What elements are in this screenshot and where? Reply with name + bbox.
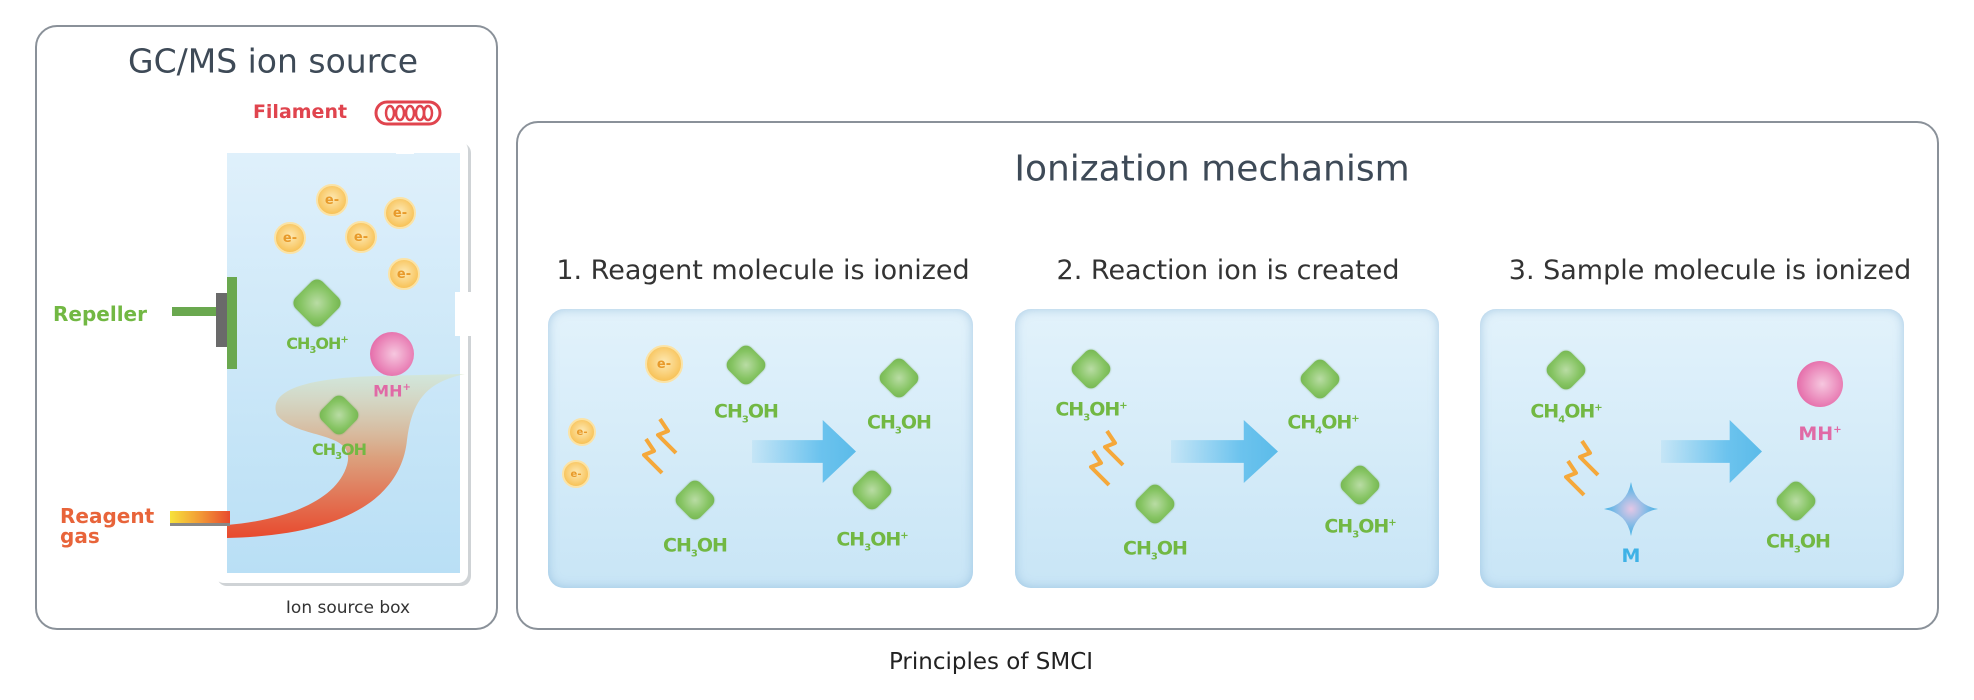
reaction-arrow-icon: [752, 420, 856, 483]
reaction-ion-diamond-icon: [1543, 347, 1589, 393]
collision-lightning-icon: [1564, 439, 1600, 497]
reagent-ion-label: CH3OH+: [286, 333, 349, 357]
molecule-diamond-icon: [723, 342, 769, 388]
molecule-diamond-icon: [1773, 478, 1819, 524]
reaction-ion-label: CH4OH+: [1530, 400, 1602, 426]
sample-molecule-star-icon: [1604, 482, 1658, 536]
electron-icon: e-: [274, 222, 306, 254]
electron-icon: e-: [388, 258, 420, 290]
electron-icon: e-: [562, 460, 590, 488]
collision-lightning-icon: [642, 417, 678, 475]
repeller-plate: [227, 277, 237, 369]
ion-diamond-icon: [849, 467, 895, 513]
reagent-gas-label: Reagent gas: [60, 506, 154, 546]
step-3-title: 3. Sample molecule is ionized: [1508, 255, 1912, 286]
reagent-molecule-label: CH3OH: [311, 439, 367, 463]
ionization-mechanism-title: Ionization mechanism: [1014, 148, 1410, 190]
molecule-label: CH3OH: [1766, 530, 1831, 556]
product-ion-label: MH+: [1798, 423, 1842, 445]
molecule-diamond-icon: [672, 477, 718, 523]
molecule-diamond-icon: [876, 355, 922, 401]
reagent-gas-label-line2: gas: [60, 524, 100, 548]
step-1-title: 1. Reagent molecule is ionized: [556, 255, 970, 286]
product-ion-sphere-icon: [1797, 361, 1843, 407]
collision-lightning-icon: [1089, 429, 1125, 487]
repeller-rod: [172, 307, 232, 316]
repeller-mount: [216, 293, 227, 347]
ion-diamond-icon: [1297, 356, 1343, 402]
reaction-arrow-icon: [1661, 420, 1762, 483]
figure-caption: Principles of SMCI: [888, 649, 1094, 675]
ion-source-box-label: Ion source box: [285, 598, 411, 618]
ion-diamond-icon: [1337, 462, 1383, 508]
step-2-title: 2. Reaction ion is created: [1056, 255, 1400, 286]
product-ion-sphere-icon: [370, 332, 414, 376]
top-gap: [396, 138, 414, 154]
ion-label: CH3OH+: [836, 528, 908, 554]
step-2-panel: CH3OH+ CH3OH CH4OH+ CH3OH+: [1015, 309, 1439, 588]
ion-label: CH3OH+: [1055, 398, 1127, 424]
ion-label: CH3OH+: [1324, 515, 1396, 541]
filament-label: Filament: [252, 101, 348, 123]
electron-icon: e-: [645, 345, 683, 383]
reagent-gas-tube: [170, 511, 230, 526]
ion-source-title: GC/MS ion source: [128, 41, 418, 81]
filament-coil-icon: [374, 100, 442, 126]
molecule-label: CH3OH: [867, 411, 932, 437]
ion-diamond-icon: [1068, 346, 1114, 392]
electron-icon: e-: [345, 221, 377, 253]
product-ion-label: MH+: [373, 381, 411, 401]
molecule-label: CH3OH: [663, 534, 728, 560]
step-3-panel: CH4OH+ M MH+ CH3OH: [1480, 309, 1904, 588]
electron-icon: e-: [568, 418, 596, 446]
molecule-label: CH3OH: [714, 400, 779, 426]
reagent-gas-plume: [227, 374, 465, 538]
electron-icon: e-: [384, 197, 416, 229]
step-1-panel: e- e- e- CH3OH CH3OH CH3OH CH3OH+: [548, 309, 973, 588]
reagent-gas-label-line1: Reagent: [60, 504, 155, 528]
repeller-label: Repeller: [53, 302, 147, 326]
reaction-ion-label: CH4OH+: [1287, 411, 1359, 437]
electron-icon: e-: [316, 184, 348, 216]
molecule-label: CH3OH: [1123, 537, 1188, 563]
molecule-diamond-icon: [1132, 481, 1178, 527]
reaction-arrow-icon: [1171, 420, 1278, 483]
sample-molecule-label: M: [1621, 545, 1641, 567]
side-gap: [455, 292, 471, 336]
